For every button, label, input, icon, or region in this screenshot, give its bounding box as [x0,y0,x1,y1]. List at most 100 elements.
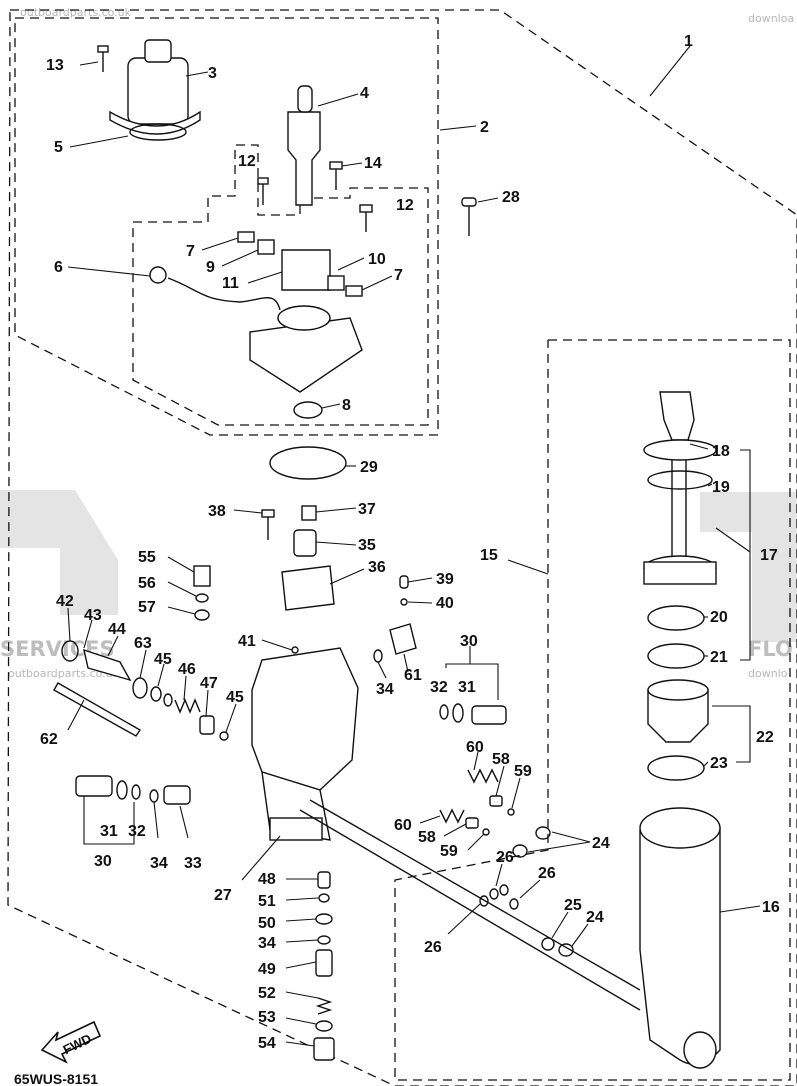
part-label-10: 10 [368,251,386,268]
leader-60b [419,815,441,824]
leader-51 [285,897,319,901]
part-label-31b: 31 [100,823,118,840]
plug-61 [389,623,417,655]
part-label-24b: 24 [586,909,604,926]
leader-28 [477,197,499,203]
spring-7a [237,231,255,243]
part-label-59b: 59 [440,843,458,860]
brush-10 [327,275,345,291]
watermark-site-left-mid: outboardparts.co.uk [8,667,120,680]
assembly-frames [7,9,797,1086]
leader-34b [377,661,387,679]
pump-shaft-top [297,85,313,113]
leader-36 [329,568,365,585]
leader-37 [315,507,357,513]
leader-35 [315,541,357,546]
leader-59a [511,777,521,809]
part-label-42: 42 [56,593,74,610]
leader-6 [67,266,151,277]
part-label-5: 5 [54,139,63,156]
leader-17 [740,449,751,661]
piston-body-17 [643,561,717,585]
part-label-23: 23 [710,755,728,772]
part-label-7a: 7 [186,243,195,260]
leader-24a [551,831,591,843]
ring-56 [195,593,209,603]
part-label-60b: 60 [394,817,412,834]
watermark [0,490,797,642]
valve-58a [489,795,503,807]
ring-26a [489,888,499,900]
part-label-12b: 12 [396,197,414,214]
part-label-60a: 60 [466,739,484,756]
frame-assembly-15 [394,339,791,1081]
o-ring-24c [558,943,574,957]
part-label-26c: 26 [424,939,442,956]
leader-58a [495,765,505,797]
part-label-18: 18 [712,443,730,460]
ring-26d [479,895,489,907]
ring-50 [315,913,333,925]
plug-44 [83,648,132,682]
part-label-37: 37 [358,501,376,518]
fwd-arrow-icon [40,1020,102,1064]
o-ring-24b [512,844,528,858]
assembly-line-a [299,809,641,1011]
part-label-44: 44 [108,621,126,638]
part-label-39: 39 [436,571,454,588]
watermark-shape-left [0,490,118,615]
leader-4 [317,93,359,107]
leader-52 [285,991,319,999]
part-label-28: 28 [502,189,520,206]
part-label-19: 19 [712,479,730,496]
part-label-2: 2 [480,119,489,136]
part-label-47: 47 [200,675,218,692]
washer-8 [293,401,323,419]
watermark-site-right: downloa [748,12,794,25]
part-label-41: 41 [238,633,256,650]
part-label-34b: 34 [376,681,394,698]
part-label-11: 11 [222,275,239,292]
ball-40 [400,598,408,606]
leader-39 [407,577,433,583]
part-label-14: 14 [364,155,382,172]
cylinder-tube-eye [683,1031,717,1069]
part-label-38: 38 [208,503,226,520]
watermark-shape-right-bar [700,492,797,532]
part-label-15: 15 [480,547,498,564]
o-ring-21 [647,643,705,669]
rod-collar-18 [643,439,717,461]
rod-eye [659,391,695,441]
pump-shaft [287,111,321,206]
part-label-4: 4 [360,85,369,102]
part-label-26b: 26 [538,865,556,882]
part-label-30a: 30 [460,633,478,650]
part-label-58a: 58 [492,751,510,768]
screw-38 [261,509,275,540]
ring-26b [499,884,509,896]
part-label-30b: 30 [94,853,112,870]
fitting-30b [471,705,507,725]
o-ring-34b [373,649,383,663]
part-label-57: 57 [138,599,156,616]
bracket-27 [269,817,323,841]
watermark-brand-right: FLO [748,637,793,661]
leader-18 [689,443,709,450]
part-label-32b: 32 [128,823,146,840]
leader-26c [447,903,481,935]
valve-58b [465,817,479,829]
leader-9 [221,249,259,267]
pin-39 [399,575,409,589]
part-label-63: 63 [134,635,152,652]
leader-13 [79,61,99,66]
leader-50 [285,918,317,922]
leader-23 [703,761,709,767]
valve-33 [163,785,191,805]
part-label-26a: 26 [496,849,514,866]
part-label-45a: 45 [154,651,172,668]
leader-2 [439,125,477,131]
o-ring-31b [452,703,464,723]
part-label-3: 3 [208,65,217,82]
part-label-43: 43 [84,607,102,624]
